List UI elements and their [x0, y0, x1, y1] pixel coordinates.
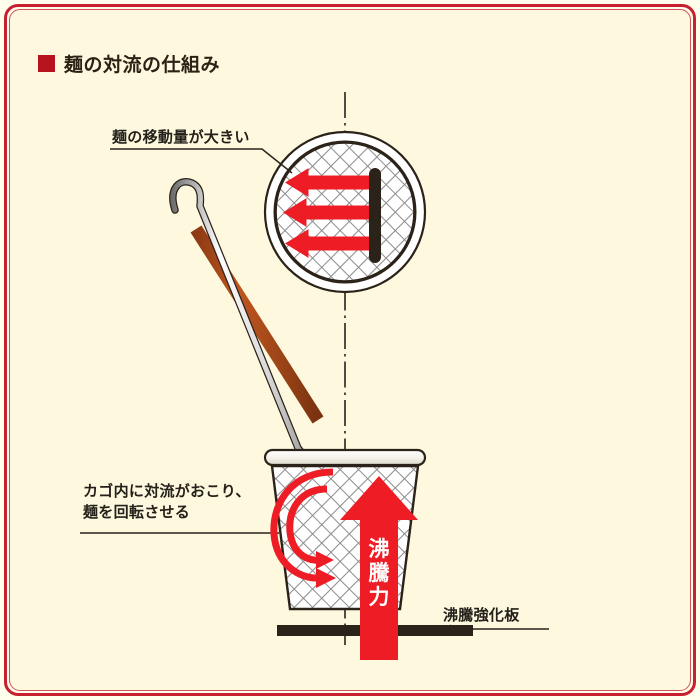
basket-rim — [263, 448, 427, 467]
title-text: 麺の対流の仕組み — [64, 55, 221, 76]
boiling-plate-top-view — [369, 168, 381, 263]
flow-arrows-top — [283, 168, 372, 258]
title-marker-icon — [38, 55, 55, 72]
basket-handle — [169, 178, 342, 462]
boiling-plates — [277, 625, 473, 636]
label-boiling-plate: 沸騰強化板 — [443, 607, 520, 624]
circular-top-view — [263, 130, 427, 294]
page-title: 麺の対流の仕組み — [38, 50, 220, 77]
boiling-force-label: 沸 騰 力 — [369, 538, 391, 609]
boiling-force-char-0: 沸 — [369, 538, 390, 561]
boiling-plate-left — [277, 625, 360, 636]
boiling-force-arrow — [340, 476, 418, 660]
label-basket-convection: カゴ内に対流がおこり、 麺を回転させる — [83, 482, 251, 523]
label-basket-convection-line1: カゴ内に対流がおこり、 — [83, 483, 251, 500]
label-top-flow: 麺の移動量が大きい — [112, 129, 250, 146]
convection-swirl-arrows — [270, 468, 336, 588]
handle-grip — [190, 225, 324, 424]
boiling-force-char-2: 力 — [369, 586, 390, 609]
boiling-force-char-1: 騰 — [369, 561, 391, 585]
boiling-plate-right — [398, 625, 473, 636]
label-basket-convection-line2: 麺を回転させる — [83, 503, 191, 521]
